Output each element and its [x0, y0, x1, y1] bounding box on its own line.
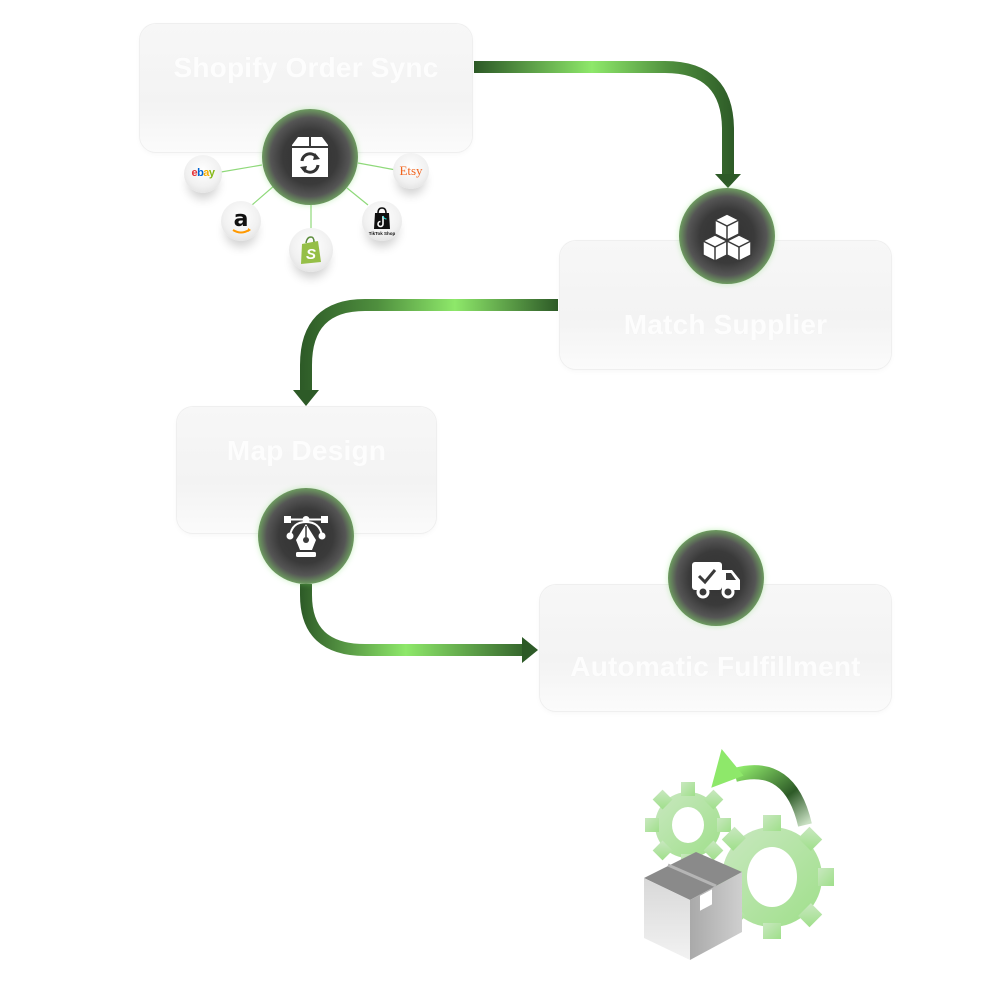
marketplace-tiktok-shop: TikTok Shop — [362, 201, 402, 241]
pen-tool-icon — [284, 516, 328, 557]
arrow-head-1 — [715, 174, 741, 188]
step-node-match-supplier — [679, 188, 775, 284]
step-title: Shopify Order Sync — [173, 52, 439, 83]
arrow-design-to-fulfillment — [300, 584, 524, 656]
step-title: Match Supplier — [623, 309, 828, 340]
step-node-map-design — [258, 488, 354, 584]
marketplace-amazon: a — [221, 201, 261, 241]
marketplace-etsy: Etsy — [393, 153, 429, 189]
arrow-head-3 — [522, 637, 538, 663]
box-sync-icon — [292, 137, 328, 177]
etsy-logo: Etsy — [399, 163, 423, 178]
arrow-head-2 — [293, 390, 319, 406]
delivery-truck-check-icon — [692, 562, 740, 599]
shopify-bag-icon: S — [301, 236, 321, 264]
amazon-smile-icon — [232, 228, 251, 234]
tiktok-shop-bag-icon: TikTok Shop — [369, 207, 396, 236]
cubes-icon — [702, 213, 752, 262]
arrow-supplier-to-design — [300, 299, 558, 392]
marketplace-shopify: S — [289, 228, 333, 272]
amazon-logo: a — [233, 207, 249, 232]
marketplace-ebay: ebay ebay — [184, 155, 222, 193]
arrow-sync-to-supplier — [474, 61, 734, 176]
step-title: Map Design — [226, 435, 387, 466]
ebay-logo: ebay — [191, 167, 215, 179]
step-title: Automatic Fulfillment — [570, 651, 861, 682]
step-node-automatic-fulfillment — [668, 530, 764, 626]
tiktok-shop-label: TikTok Shop — [369, 231, 396, 236]
marketplace-connectors — [220, 162, 397, 230]
step-node-shopify-order-sync — [262, 109, 358, 205]
shopify-letter: S — [306, 246, 316, 263]
